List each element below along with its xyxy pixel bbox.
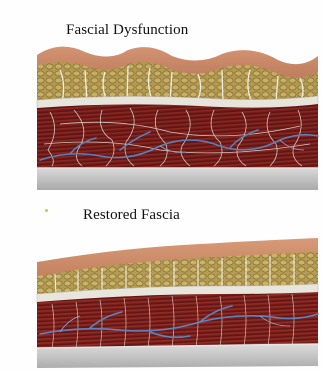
- muscle-layer-restored: [37, 292, 318, 350]
